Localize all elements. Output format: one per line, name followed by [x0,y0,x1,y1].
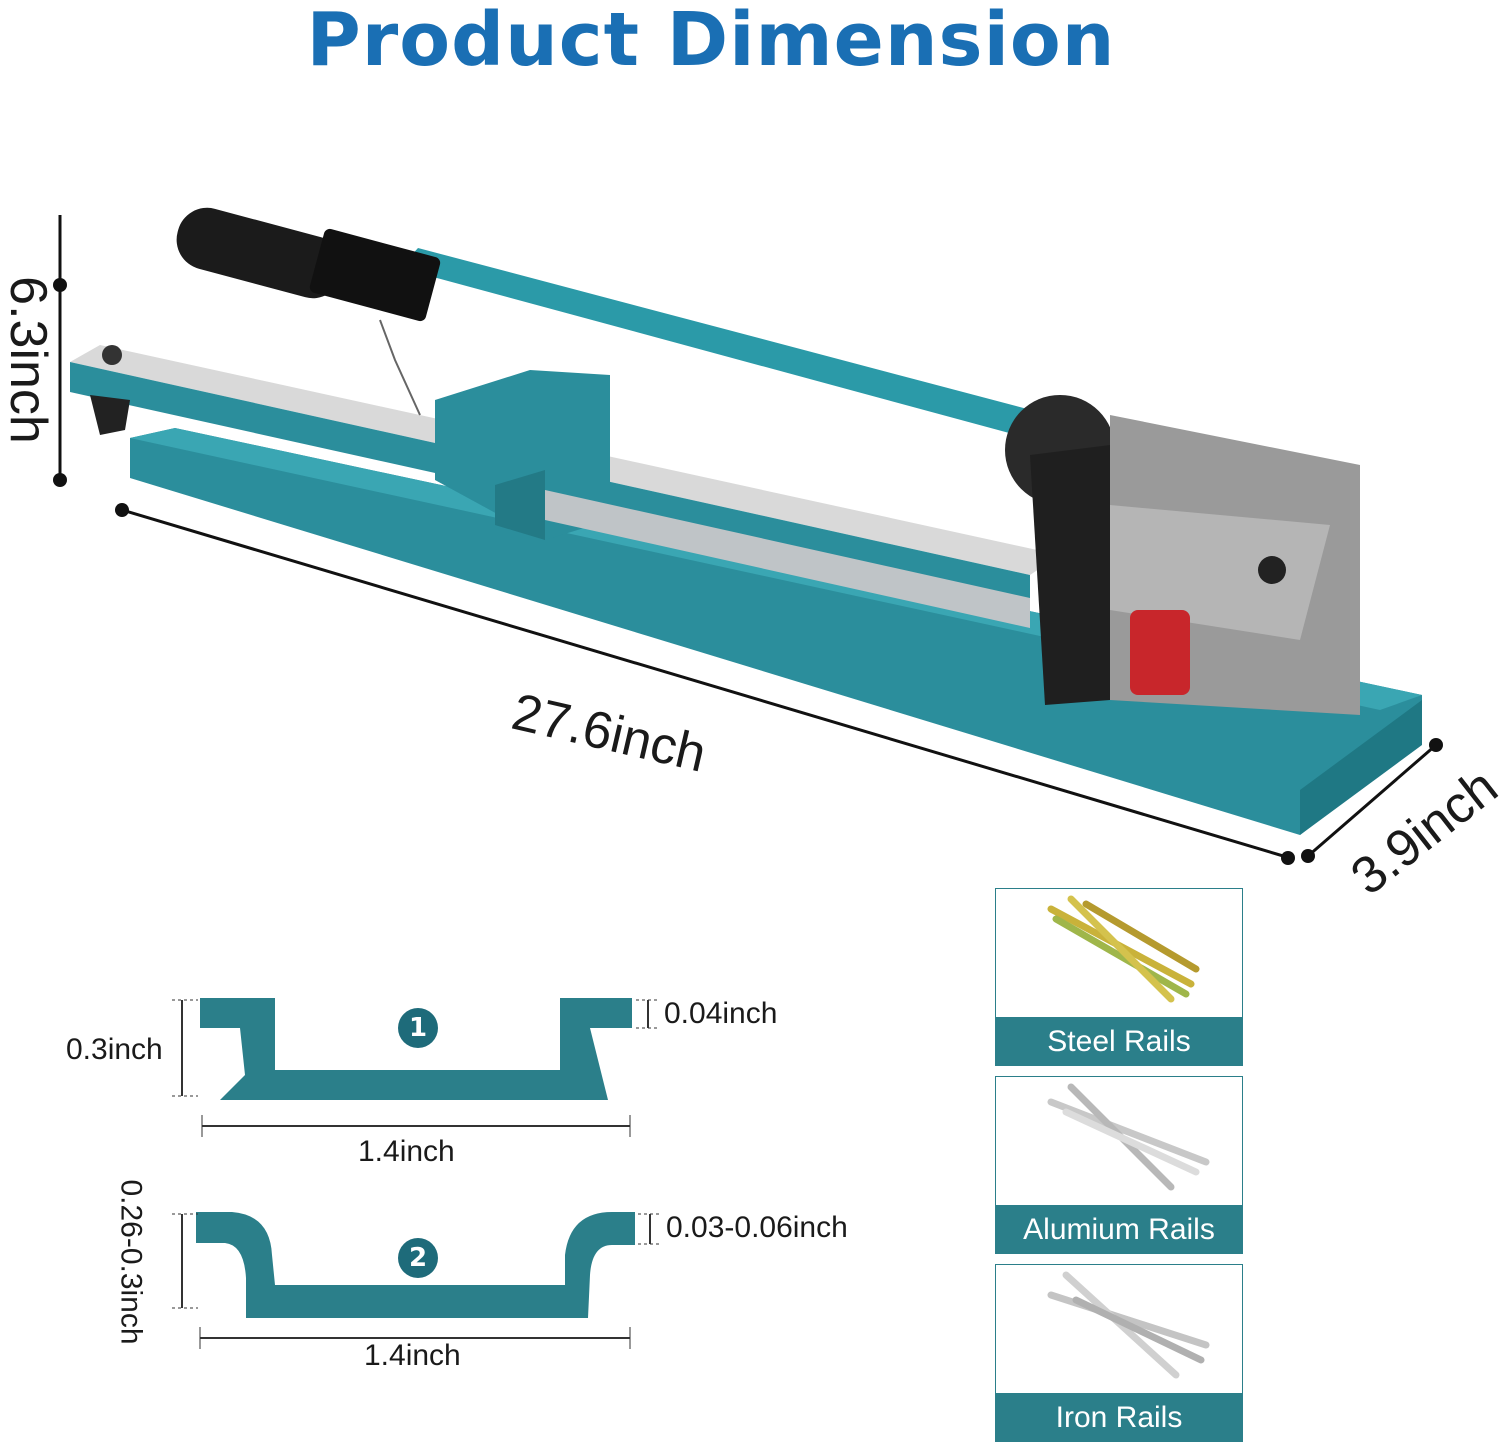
iron-rails-image [1047,1271,1210,1379]
profile-1-height-label: 0.3inch [66,1033,163,1066]
aluminium-rails-image [1047,1083,1210,1191]
iron-rails-caption: Iron Rails [996,1393,1242,1441]
profile-1-thickness-label: 0.04inch [664,997,778,1030]
profile-1-marker: 1 [398,1008,438,1048]
steel-rails-caption: Steel Rails [996,1017,1242,1065]
profile-2-height-label: 0.26-0.3inch [114,1179,148,1345]
profile-1-width-label: 1.4inch [358,1135,455,1168]
steel-rails-image [1047,895,1200,1003]
steel-rails-card: Steel Rails [995,888,1243,1066]
rail-cutter-illustration [53,207,1443,865]
profile-2-marker: 2 [398,1238,438,1278]
profile-2-shape [196,1212,635,1318]
page-title: Product Dimension [306,0,1116,83]
aluminium-rails-caption: Alumium Rails [996,1205,1242,1253]
aluminium-rails-card: Alumium Rails [995,1076,1243,1254]
profile-1-shape [200,998,632,1100]
profile-2-width-label: 1.4inch [364,1339,461,1372]
profile-2-thickness-label: 0.03-0.06inch [666,1211,848,1244]
iron-rails-card: Iron Rails [995,1264,1243,1442]
